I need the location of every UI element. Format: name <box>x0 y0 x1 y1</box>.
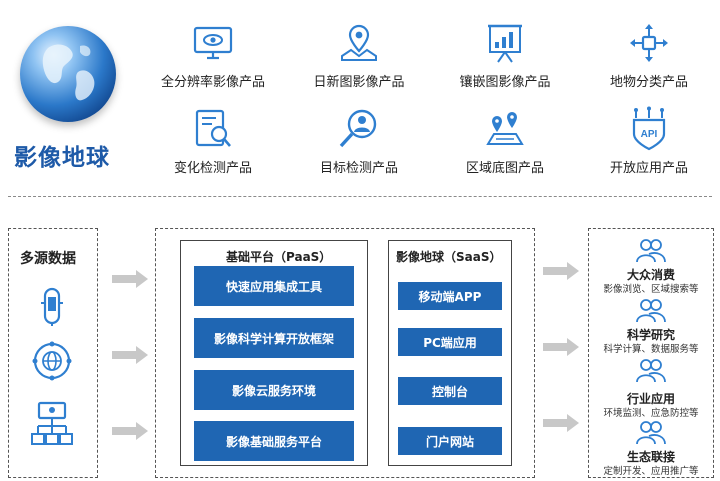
audience-subtitle: 环境监测、应急防控等 <box>603 408 699 419</box>
presentation-chart-icon <box>488 24 522 63</box>
paas-item-compute-framework: 影像科学计算开放框架 <box>194 318 354 358</box>
product-label: 区域底图产品 <box>465 161 544 176</box>
api-shield-icon: API <box>632 106 666 151</box>
audience-title: 大众消费 <box>626 268 675 282</box>
arrow-right-icon <box>112 346 148 364</box>
sources-title: 多源数据 <box>20 251 76 267</box>
saas-item-mobile-app: 移动端APP <box>398 282 502 310</box>
audience-title: 行业应用 <box>626 392 675 406</box>
users-icon <box>636 239 666 263</box>
product-label: 全分辨率影像产品 <box>160 75 265 90</box>
users-icon <box>636 421 666 445</box>
audience-subtitle: 科学计算、数据服务等 <box>603 344 699 355</box>
globe-icon <box>20 26 116 122</box>
sources-box <box>8 228 98 478</box>
paas-title: 基础平台（PaaS） <box>226 250 332 264</box>
product-label: 变化检测产品 <box>173 161 252 176</box>
person-search-icon <box>339 109 377 148</box>
audience-title: 科学研究 <box>626 328 675 342</box>
platform-box <box>155 228 535 478</box>
arrow-right-icon <box>543 338 579 356</box>
saas-item-console: 控制台 <box>398 377 502 405</box>
paas-item-cloud-environment: 影像云服务环境 <box>194 370 354 410</box>
product-item: 镶嵌图影像产品 <box>440 20 570 90</box>
saas-title: 影像地球（SaaS） <box>396 250 502 264</box>
audience-title: 生态联接 <box>626 450 675 464</box>
saas-panel <box>388 240 512 466</box>
audiences-box <box>588 228 714 478</box>
product-item: 变化检测产品 <box>148 106 278 176</box>
paas-panel <box>180 240 368 466</box>
brand-title: 影像地球 <box>14 145 110 171</box>
users-icon <box>636 299 666 323</box>
paas-item-base-service-platform: 影像基础服务平台 <box>194 421 354 461</box>
arrow-right-icon <box>543 414 579 432</box>
region-map-icon <box>486 112 524 145</box>
product-item: 全分辨率影像产品 <box>148 20 278 90</box>
product-item: 地物分类产品 <box>584 20 714 90</box>
audience-subtitle: 影像浏览、区域搜索等 <box>603 284 699 295</box>
product-item: 区域底图产品 <box>440 106 570 176</box>
monitor-eye-icon <box>193 26 233 60</box>
svg-text:API: API <box>641 129 658 140</box>
users-icon <box>636 359 666 383</box>
product-item: API 开放应用产品 <box>584 106 714 176</box>
paas-item-integration-tools: 快速应用集成工具 <box>194 266 354 306</box>
arrow-right-icon <box>543 262 579 280</box>
product-item: 目标检测产品 <box>294 106 424 176</box>
product-label: 日新图影像产品 <box>313 75 405 90</box>
hierarchy-arrows-icon <box>630 24 668 62</box>
arrow-right-icon <box>112 422 148 440</box>
map-pin-icon <box>341 24 377 61</box>
saas-item-portal: 门户网站 <box>398 427 502 455</box>
product-label: 开放应用产品 <box>609 161 688 176</box>
product-label: 目标检测产品 <box>319 161 398 176</box>
data-network-icon <box>31 401 73 445</box>
saas-item-pc-app: PC端应用 <box>398 328 502 356</box>
satellite-icon <box>41 287 63 326</box>
product-label: 镶嵌图影像产品 <box>459 75 551 90</box>
product-label: 地物分类产品 <box>609 75 688 90</box>
audience-subtitle: 定制开发、应用推广等 <box>603 466 699 477</box>
section-divider <box>8 196 712 197</box>
brand-block: 影像地球 <box>10 26 130 176</box>
document-search-icon <box>195 109 231 147</box>
product-item: 日新图影像产品 <box>294 20 424 90</box>
globe-network-icon <box>32 341 72 381</box>
arrow-right-icon <box>112 270 148 288</box>
